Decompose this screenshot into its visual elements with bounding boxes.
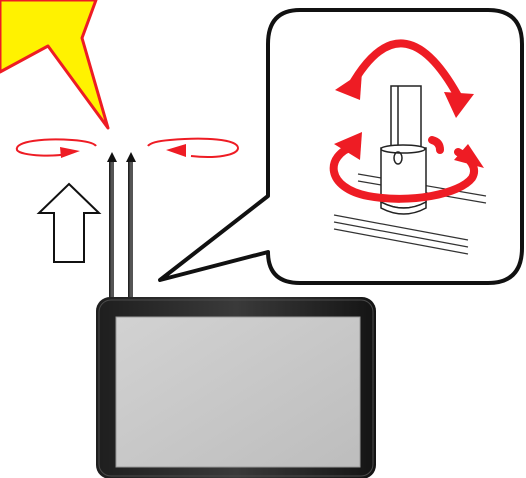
up-arrow-icon — [36, 182, 102, 263]
rotate-left-icon — [15, 138, 97, 158]
zoom-callout-icon — [158, 8, 524, 285]
tablet-device-icon — [96, 297, 376, 478]
rotate-right-icon — [147, 137, 240, 158]
starburst-icon — [0, 0, 110, 130]
antenna-icon — [107, 152, 136, 298]
